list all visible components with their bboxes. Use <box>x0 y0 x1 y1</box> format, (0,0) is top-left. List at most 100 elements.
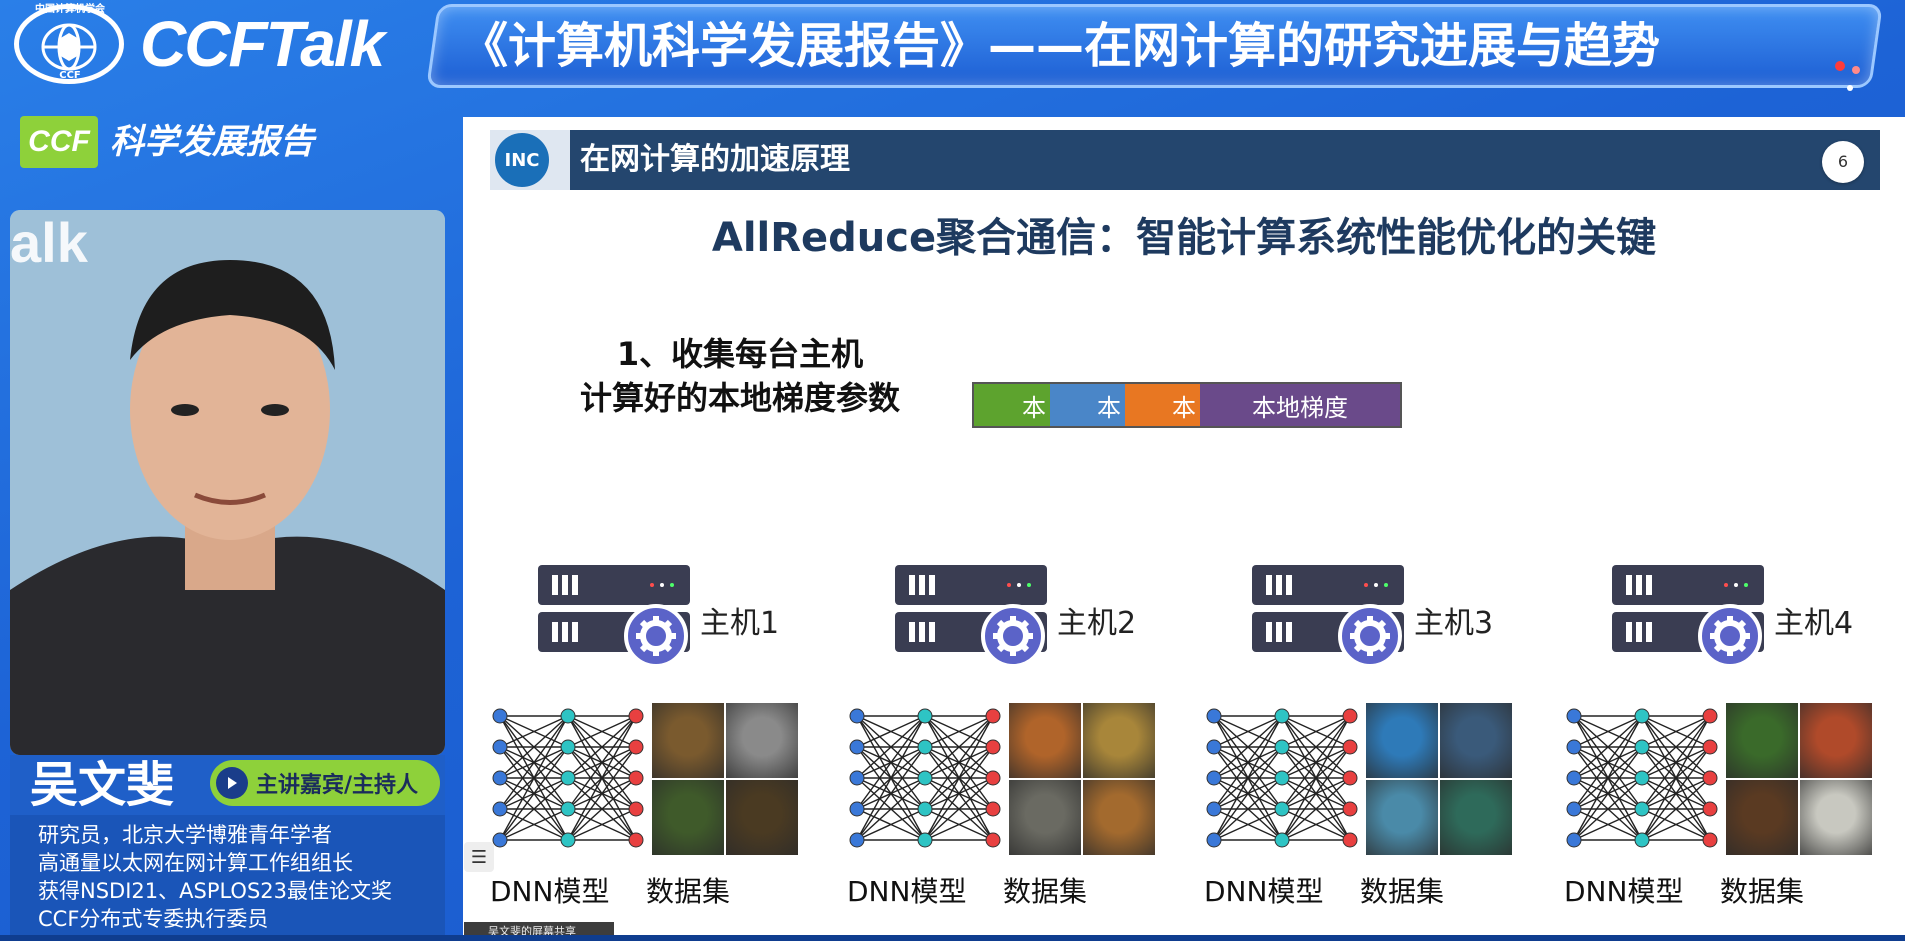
dataset-photo <box>1083 780 1155 855</box>
server-led <box>1364 583 1368 587</box>
server-led <box>1384 583 1388 587</box>
step-description: 1、收集每台主机 计算好的本地梯度参数 <box>560 332 920 420</box>
dot-ornament-icon <box>1835 61 1860 91</box>
gradient-segment: 本 <box>1125 384 1200 426</box>
gear-icon <box>1698 604 1762 668</box>
dataset-caption: 数据集 <box>1003 875 1088 908</box>
server-vent <box>562 575 568 595</box>
bottom-strip <box>0 935 1905 941</box>
dnn-network-icon <box>849 708 1001 848</box>
dataset-photo <box>1009 703 1081 778</box>
speaker-name: 吴文斐 <box>30 757 175 813</box>
speaker-silhouette <box>10 210 445 755</box>
server-vent <box>1646 575 1652 595</box>
host-label: 主机2 <box>1057 606 1137 641</box>
report-label: 科学发展报告 <box>110 122 314 162</box>
dataset-photo <box>652 780 724 855</box>
server-vent <box>1276 575 1282 595</box>
slide-heading: 在网计算的加速原理 <box>580 142 850 177</box>
gear-icon <box>1338 604 1402 668</box>
server-led <box>1374 583 1378 587</box>
dataset-photos <box>1366 703 1512 855</box>
ccf-badge: CCF <box>20 116 98 168</box>
server-unit <box>1612 565 1764 605</box>
list-icon[interactable]: ☰ <box>464 842 494 872</box>
server-vent <box>1286 575 1292 595</box>
server-vent <box>552 575 558 595</box>
bio-line: 高通量以太网在网计算工作组组长 <box>38 851 353 875</box>
server-unit <box>538 565 690 605</box>
server-led <box>1007 583 1011 587</box>
server-led <box>1017 583 1021 587</box>
server-vent <box>572 622 578 642</box>
dnn-caption: DNN模型 <box>1204 875 1324 908</box>
server-led <box>1744 583 1748 587</box>
server-vent <box>572 575 578 595</box>
dnn-caption: DNN模型 <box>490 875 610 908</box>
gradient-segment: 本地梯度 <box>1200 384 1400 426</box>
server-vent <box>552 622 558 642</box>
bio-line: 获得NSDI21、ASPLOS23最佳论文奖 <box>38 879 393 903</box>
dataset-photo <box>1800 703 1872 778</box>
role-label: 主讲嘉宾/主持人 <box>256 773 419 798</box>
dataset-photos <box>1726 703 1872 855</box>
gear-icon <box>624 604 688 668</box>
dataset-photo <box>726 703 798 778</box>
server-vent <box>1276 622 1282 642</box>
seal-top-text: 中国计算机学会 <box>35 4 105 15</box>
server-vent <box>919 622 925 642</box>
server-vent <box>1626 575 1632 595</box>
server-vent <box>1626 622 1632 642</box>
dnn-caption: DNN模型 <box>847 875 967 908</box>
dataset-caption: 数据集 <box>1360 875 1445 908</box>
dataset-photo <box>1009 780 1081 855</box>
step-line: 计算好的本地梯度参数 <box>579 379 900 417</box>
talk-watermark: alk <box>10 211 88 274</box>
dataset-photo <box>1726 703 1798 778</box>
host-label: 主机3 <box>1414 606 1494 641</box>
dataset-photo <box>1366 780 1438 855</box>
speaker-bio: 研究员，北京大学博雅青年学者 高通量以太网在网计算工作组组长 获得NSDI21、… <box>10 815 445 941</box>
step-line: 1、收集每台主机 <box>616 335 864 373</box>
dataset-photo <box>1726 780 1798 855</box>
server-led <box>1724 583 1728 587</box>
gradient-segment: 本 <box>974 384 1050 426</box>
speaker-video <box>10 210 445 755</box>
host-label: 主机1 <box>700 606 780 641</box>
dataset-photo <box>726 780 798 855</box>
server-led <box>1734 583 1738 587</box>
role-tag: 主讲嘉宾/主持人 <box>210 760 440 806</box>
server-vent <box>919 575 925 595</box>
server-led <box>650 583 654 587</box>
play-icon <box>216 767 248 799</box>
bio-line: CCF分布式专委执行委员 <box>38 907 269 931</box>
server-vent <box>1636 622 1642 642</box>
inc-logo: INC <box>492 130 552 190</box>
page-title: 《计算机科学发展报告》——在网计算的研究进展与趋势 <box>460 18 1661 74</box>
slide-page-number: 6 <box>1822 141 1864 183</box>
dataset-caption: 数据集 <box>1720 875 1805 908</box>
server-unit <box>1252 565 1404 605</box>
dnn-network-icon <box>1206 708 1358 848</box>
seal-bottom-text: CCF <box>59 70 81 81</box>
dataset-photo <box>1440 780 1512 855</box>
ccf-seal-logo <box>14 4 124 84</box>
dataset-photo <box>1800 780 1872 855</box>
server-vent <box>1266 575 1272 595</box>
server-vent <box>929 575 935 595</box>
server-vent <box>1646 622 1652 642</box>
server-vent <box>1266 622 1272 642</box>
server-led <box>670 583 674 587</box>
bio-line: 研究员，北京大学博雅青年学者 <box>38 823 332 847</box>
dnn-network-icon <box>1566 708 1718 848</box>
server-unit <box>895 565 1047 605</box>
slide-title: AllReduce聚合通信：智能计算系统性能优化的关键 <box>711 215 1657 261</box>
dataset-photo <box>1440 703 1512 778</box>
gradient-bar: 本 本 本 本地梯度 <box>972 382 1402 428</box>
server-led <box>1027 583 1031 587</box>
server-vent <box>562 622 568 642</box>
dataset-photos <box>1009 703 1155 855</box>
dnn-network-icon <box>492 708 644 848</box>
server-vent <box>909 622 915 642</box>
dnn-caption: DNN模型 <box>1564 875 1684 908</box>
